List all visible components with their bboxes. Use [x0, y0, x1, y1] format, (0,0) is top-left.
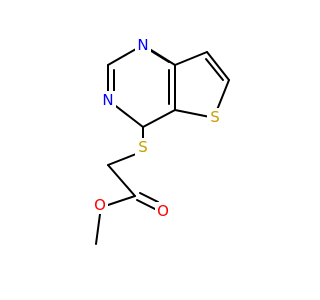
- atom-n-pyrimidine-left: N: [100, 91, 116, 109]
- bond-c7-c6-2: [205, 58, 224, 81]
- atom-s-thiophene: S: [207, 108, 223, 126]
- atom-layer: N N S S O O: [92, 36, 223, 220]
- svg-text:S: S: [138, 138, 148, 156]
- structure-canvas: N N S S O O: [92, 36, 230, 245]
- svg-text:N: N: [102, 91, 113, 109]
- atom-o-carbonyl: O: [155, 202, 171, 220]
- bond-c7a-c7: [174, 51, 208, 66]
- svg-text:O: O: [94, 196, 106, 214]
- atom-o-ester: O: [92, 196, 108, 214]
- bond-c-o2-b: [139, 192, 159, 203]
- svg-text:N: N: [137, 36, 148, 54]
- molecule-drawing: N N S S O O: [92, 36, 230, 245]
- bond-c-o2: [136, 199, 156, 210]
- bond-c7a-n3-2: [147, 48, 170, 63]
- bond-c4-c4a: [142, 109, 176, 128]
- svg-text:O: O: [157, 202, 169, 220]
- svg-text:S: S: [210, 108, 220, 126]
- bond-o-ch3: [95, 213, 101, 245]
- bond-c7-c6: [206, 51, 230, 81]
- bond-layer: [95, 44, 230, 245]
- atom-n-pyrimidine-top: N: [135, 36, 151, 54]
- bond-s-ch2: [107, 153, 137, 166]
- bond-ch2-c: [107, 164, 136, 197]
- bond-c-o: [107, 195, 136, 206]
- bond-s5-c4a: [174, 109, 211, 118]
- atom-s-thioether: S: [135, 138, 151, 156]
- bond-c6-s5: [216, 79, 230, 111]
